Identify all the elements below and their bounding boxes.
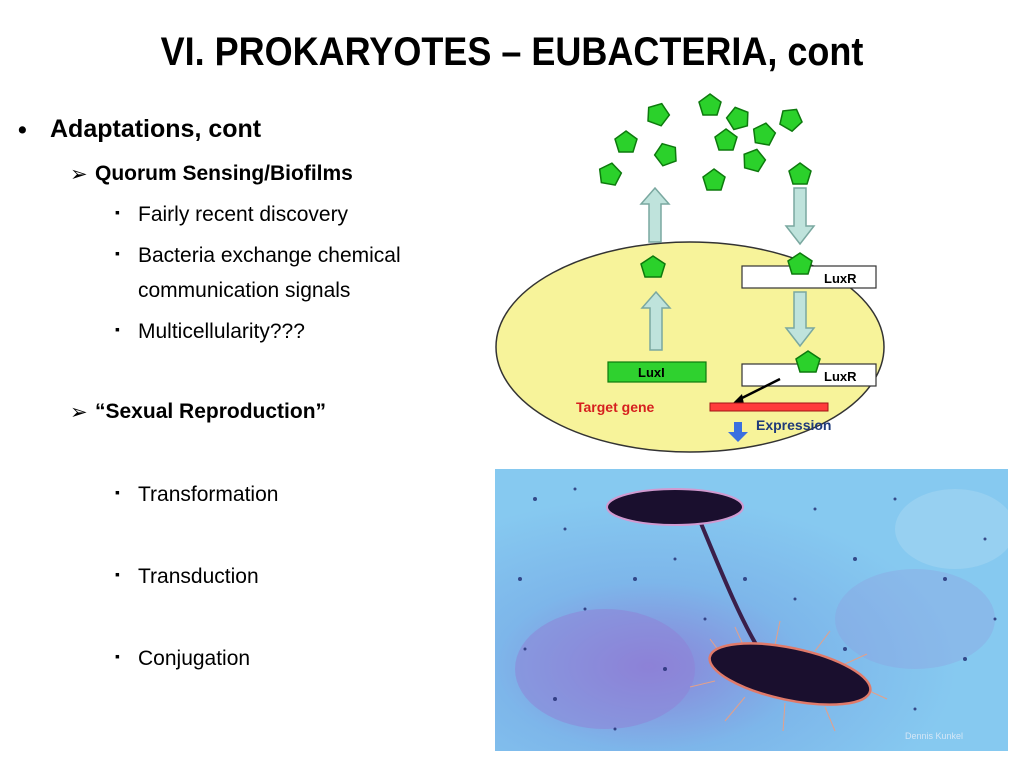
photo-watermark: Dennis Kunkel (905, 731, 963, 741)
quorum-item-1: Fairly recent discovery (138, 203, 349, 226)
quorum-arrow-bullet: ➢ (70, 163, 88, 186)
sexual-item-conjugation: Conjugation (138, 647, 251, 670)
bacterial-cell (495, 241, 885, 453)
target-gene-bar (709, 402, 829, 412)
quorum-sensing-diagram: LuxR LuxI LuxR Target gene Expression (495, 93, 885, 453)
internal-signal (640, 255, 666, 278)
export-arrow (639, 186, 671, 243)
sexual-arrow-bullet: ➢ (70, 401, 88, 424)
synthesis-arrow (640, 290, 672, 351)
bound-signal-bottom (795, 350, 821, 373)
fimbriae (689, 620, 888, 732)
sexual-heading: “Sexual Reproduction” (95, 400, 327, 423)
binding-pointer (737, 377, 781, 402)
quorum-item-2: Bacteria exchange chemical (138, 244, 401, 267)
target-gene-label: Target gene (576, 399, 655, 415)
expression-label: Expression (756, 417, 831, 433)
sub-bullet-4: ▪ (115, 484, 120, 500)
conjugation-micrograph: Dennis Kunkel (495, 469, 1008, 751)
sub-bullet-1: ▪ (115, 204, 120, 220)
sexual-item-transduction: Transduction (138, 565, 259, 588)
donor-bacterium (606, 488, 744, 526)
speckles (518, 487, 997, 731)
level1-bullet: • (18, 116, 27, 144)
bound-signal-top (787, 252, 813, 275)
slide-title: VI. PROKARYOTES – EUBACTERIA, cont (160, 30, 864, 74)
quorum-heading: Quorum Sensing/Biofilms (95, 162, 353, 185)
sub-bullet-2: ▪ (115, 245, 120, 261)
pilus (698, 520, 762, 653)
expression-arrow (728, 422, 748, 442)
luxr-label-bottom: LuxR (824, 369, 857, 384)
adaptations-heading: Adaptations, cont (50, 115, 262, 143)
sub-bullet-3: ▪ (115, 321, 120, 337)
quorum-item-3: Multicellularity??? (138, 320, 305, 343)
sexual-item-transformation: Transformation (138, 483, 279, 506)
signal-molecules (598, 93, 812, 191)
import-arrow (784, 187, 816, 246)
luxi-box (607, 361, 707, 383)
binding-pointer-head (732, 394, 744, 404)
quorum-item-2-cont: communication signals (138, 279, 351, 302)
recipient-bacterium (708, 642, 872, 706)
sub-bullet-6: ▪ (115, 648, 120, 664)
luxi-label: LuxI (638, 365, 665, 380)
sub-bullet-5: ▪ (115, 566, 120, 582)
luxr-label-top: LuxR (824, 271, 857, 286)
activation-arrow (784, 291, 816, 348)
